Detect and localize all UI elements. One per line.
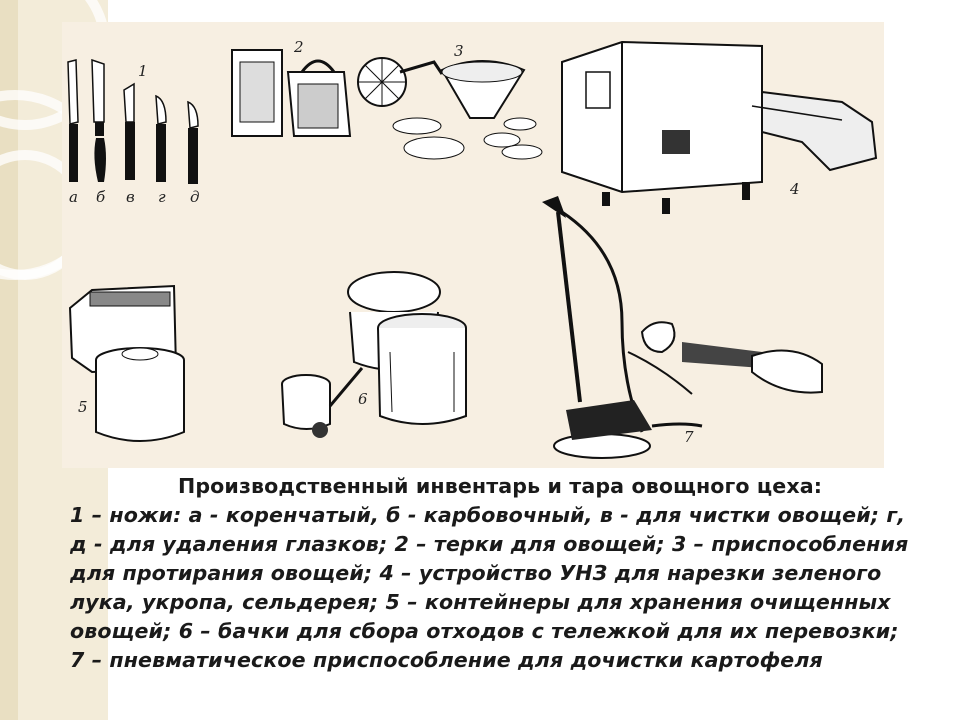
illustration-svg: 1 а б в г д 2 3 bbox=[67, 38, 878, 459]
label-1: 1 bbox=[138, 62, 148, 80]
label-2: 2 bbox=[293, 38, 304, 56]
knife-letter-a: а bbox=[69, 188, 78, 206]
knife-letter-v: в bbox=[126, 188, 135, 206]
figure-caption: Производственный инвентарь и тара овощно… bbox=[70, 472, 910, 720]
waste-bins-drawing: 6 bbox=[281, 271, 467, 438]
caption-body: 1 – ножи: а - коренчатый, б - карбовочны… bbox=[70, 503, 909, 672]
containers-drawing: 5 bbox=[68, 284, 185, 442]
rubbing-devices-drawing: 3 bbox=[357, 42, 543, 160]
label-4: 4 bbox=[789, 180, 800, 198]
label-6: 6 bbox=[358, 390, 368, 408]
label-5: 5 bbox=[78, 398, 88, 416]
unz-device-drawing: 4 bbox=[561, 40, 878, 214]
knife-letter-g: г bbox=[158, 188, 166, 206]
knife-letter-b: б bbox=[96, 188, 106, 206]
knife-letter-d: д bbox=[190, 188, 200, 206]
caption-title: Производственный инвентарь и тара овощно… bbox=[178, 474, 823, 498]
inventory-illustration: 1 а б в г д 2 3 bbox=[62, 22, 884, 468]
label-7: 7 bbox=[684, 428, 694, 446]
pneumatic-device-drawing: 7 bbox=[542, 196, 823, 459]
knives-drawing: 1 а б в г д bbox=[67, 58, 200, 206]
label-3: 3 bbox=[454, 42, 464, 60]
graters-drawing: 2 bbox=[231, 38, 352, 137]
